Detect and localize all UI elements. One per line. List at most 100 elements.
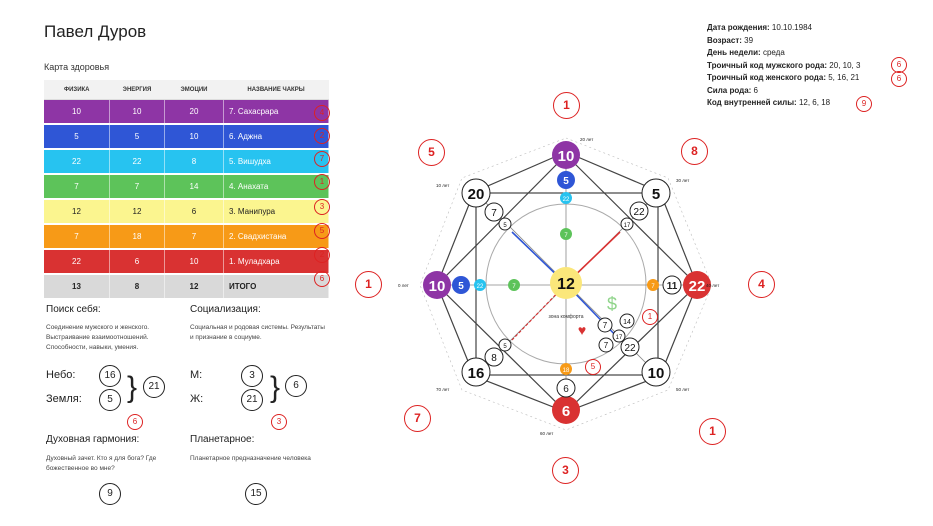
cell: 5 [109,124,165,150]
row-total-badge: 6 [314,271,330,287]
cell: 8 [109,274,165,300]
value: 12, 6, 18 [798,98,831,107]
brace-icon: } [270,371,281,404]
node-bottom-left-value: 16 [468,365,485,382]
cell: 12 [164,274,224,300]
info-weekday: День недели: среда [707,47,860,60]
node-bottom [552,396,580,424]
center-node [550,267,582,299]
age-label: 10 лет [436,183,449,188]
node-bottom-right [641,357,671,387]
node-top-2-value: 5 [563,176,569,187]
age-label: 60 лет [540,431,553,436]
chakra-name: 2. Свадхистана [223,224,329,250]
info-block: Дата рождения: 10.10.1984 Возраст: 39 Де… [707,22,860,110]
f-label: Ж: [190,393,204,405]
value: 5, 16, 21 [828,73,860,82]
row-total-badge: 3 [314,199,330,215]
info-clan: Сила рода: 6 [707,85,860,98]
node-top [552,141,580,169]
node-bottom-left-3-value: 5 [503,344,507,350]
label: Дата рождения: [707,23,770,32]
node-money-1-value: 7 [603,321,608,330]
label: Код внутренней силы: [707,98,797,107]
cell: 22 [44,149,110,175]
col-energy: ЭНЕРГИЯ [109,80,165,100]
money-badge: 1 [642,309,658,325]
info-birth: Дата рождения: 10.10.1984 [707,22,860,35]
node-right-value: 22 [689,278,706,295]
table-row: 7 7 14 4. Анахата [44,174,329,200]
cell: 10 [164,249,224,275]
node-bottom-right-3 [612,329,626,343]
outer-badge-top: 1 [553,92,580,119]
spiritual-description: Духовный зачет. Кто я для бога? Где боже… [46,455,157,472]
cell: 13 [44,274,110,300]
socialization-reduced: 3 [271,414,287,430]
sky-label: Небо: [46,369,76,381]
node-top-right [641,178,671,208]
outer-badge-left: 1 [355,271,382,298]
node-left-3-value: 22 [477,284,484,290]
node-top-value: 10 [558,148,575,165]
age-label: 40 лет [706,283,719,288]
node-top-left-value: 20 [468,186,485,203]
age-label: 50 лет [676,387,689,392]
label: Возраст: [707,35,742,45]
info-male-code: Троичный код мужского рода: 20, 10, 3 [707,60,860,73]
cell: 18 [109,224,165,250]
cell: 7 [44,174,110,200]
planetary-title: Планетарное: [190,434,255,445]
node-top-right-3 [620,217,634,231]
node-top-left-2-value: 7 [491,208,497,219]
col-emotions: ЭМОЦИИ [164,80,224,100]
node-top-right-value: 5 [652,186,660,203]
table-row: 5 5 10 6. Аджна [44,124,329,150]
label: Сила рода: [707,85,752,95]
self-search-title: Поиск себя: [46,304,101,315]
node-bottom-3 [560,363,572,375]
node-money-3 [598,337,614,353]
col-physics: ФИЗИКА [44,80,110,100]
table-row-total: 13 8 12 ИТОГО [44,274,329,300]
self-search-reduced: 6 [127,414,143,430]
person-name: Павел Дуров [44,22,147,41]
row-total-badge: 7 [314,151,330,167]
value: 6 [753,85,758,95]
outer-badge-right: 4 [748,271,775,298]
cell: 5 [44,124,110,150]
earth-label: Земля: [46,393,82,405]
planetary-value: 15 [245,483,267,505]
cell: 14 [164,174,224,200]
row-total-badge: 2 [314,247,330,263]
sky-value: 16 [99,365,121,387]
node-bottom-2-value: 6 [563,384,569,395]
outer-badge-bottom-right: 1 [699,418,726,445]
cell: 12 [44,199,110,225]
node-top-right-3-value: 17 [624,223,631,229]
node-right-3 [647,279,659,291]
self-search-description: Соединение мужского и женского. Выстраив… [46,324,150,351]
cell: 7 [109,174,165,200]
node-top-2 [557,171,575,189]
label: День недели: [707,48,761,57]
cell: 7 [164,224,224,250]
node-bottom-left-2 [484,347,504,367]
col-chakra-name: НАЗВАНИЕ ЧАКРЫ [223,80,329,100]
node-bottom-right-2-value: 22 [624,343,636,354]
value: 20, 10, 3 [829,60,861,70]
node-left-value: 10 [429,278,446,295]
female-total-badge: 6 [891,71,907,87]
node-money-2 [619,313,635,329]
cell: 10 [164,124,224,150]
self-search-sum: 21 [143,376,165,398]
node-left-4 [508,279,520,291]
node-left [423,271,451,299]
age-label: 0 лет [398,283,409,288]
node-money-2-value: 14 [623,319,631,326]
cell: 6 [109,249,165,275]
node-right [683,271,711,299]
age-label: 20 лет [580,137,593,142]
age-label: 30 лет [676,178,689,183]
